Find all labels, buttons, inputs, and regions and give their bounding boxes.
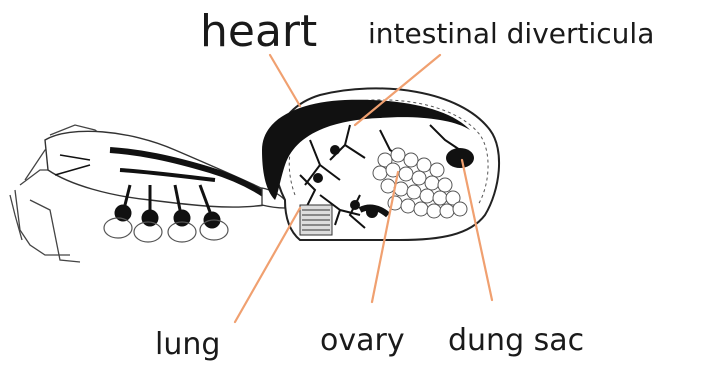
- ovary-label: ovary: [320, 326, 405, 356]
- lung-label: lung: [155, 330, 220, 360]
- intestinal-diverticula-label: intestinal diverticula: [368, 20, 654, 48]
- lung-pointer: [235, 208, 300, 322]
- lung-shape: [300, 205, 332, 235]
- dung-sac-label: dung sac: [448, 326, 584, 356]
- dung-sac-shape: [446, 148, 474, 168]
- heart-pointer: [270, 55, 300, 106]
- heart-label: heart: [200, 10, 317, 54]
